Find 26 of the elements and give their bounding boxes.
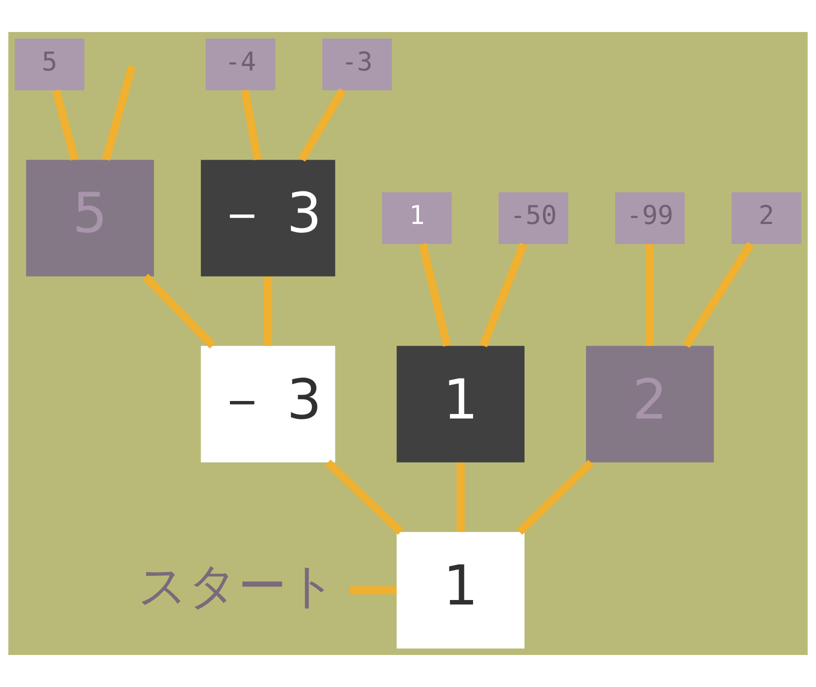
connector (102, 65, 136, 161)
node-box: 1 (396, 346, 524, 462)
connector (240, 90, 262, 160)
node-box: － 3 (200, 160, 336, 276)
node-box: -4 (206, 38, 276, 90)
node-box: 1 (382, 192, 452, 244)
node-box: -3 (322, 38, 392, 90)
connector (52, 89, 79, 161)
connector (142, 274, 216, 349)
node-box: 5 (14, 38, 84, 90)
node-box: -50 (498, 192, 568, 244)
connector (516, 460, 594, 535)
connector (456, 462, 465, 532)
node-text: スタート (138, 558, 337, 614)
connector (350, 586, 397, 594)
connector (325, 460, 404, 535)
node-box: -99 (615, 192, 685, 244)
connector (418, 243, 451, 347)
connector (298, 88, 346, 162)
connector (646, 244, 654, 346)
node-box: 2 (732, 192, 802, 244)
connector (479, 242, 528, 348)
node-box: － 3 (200, 346, 336, 462)
connector (264, 276, 272, 346)
node-box: 1 (396, 532, 524, 649)
connector (682, 242, 754, 348)
